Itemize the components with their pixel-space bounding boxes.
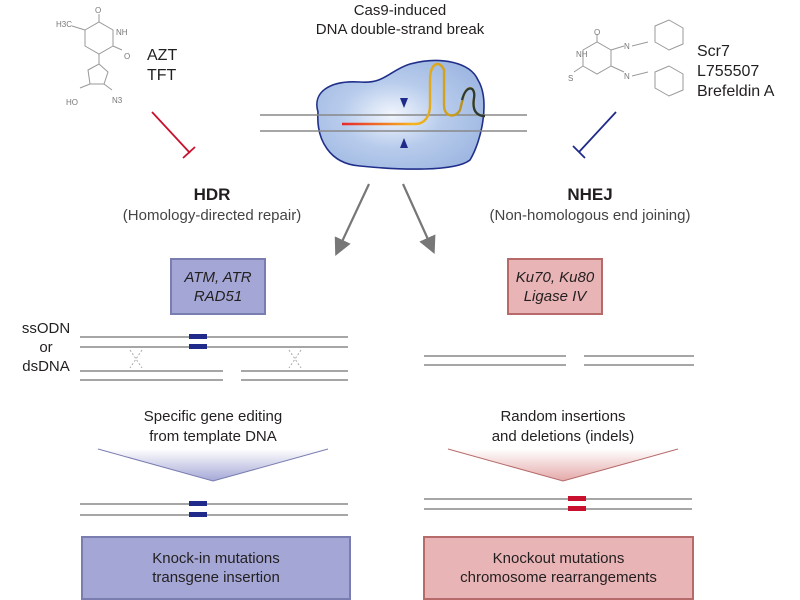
nhej-result-box: Knockout mutations chromosome rearrangem… <box>423 536 694 600</box>
hdr-factor-line-2: RAD51 <box>193 287 243 305</box>
hdr-result-box: Knock-in mutations transgene insertion <box>81 536 351 600</box>
hdr-outcome-line-1: Specific gene editing <box>143 408 283 425</box>
template-label-dsdna: dsDNA <box>22 358 70 375</box>
nhej-subtitle: (Non-homologous end joining) <box>489 207 691 224</box>
azt-label-o-top: O <box>95 6 102 15</box>
azt-label-nh: NH <box>116 28 128 37</box>
scr7-structure-icon <box>573 19 684 97</box>
cut-marker-top-icon <box>400 98 408 108</box>
azt-label-ho: HO <box>66 98 78 107</box>
cut-marker-bottom-icon <box>400 138 408 148</box>
title-line-1: Cas9-induced <box>353 2 447 19</box>
nhej-title: NHEJ <box>567 185 613 204</box>
hdr-subtitle: (Homology-directed repair) <box>122 207 302 224</box>
template-label-ssodn: ssODN <box>21 320 71 337</box>
drug-l755507: L755507 <box>697 63 760 80</box>
nhej-outcome-line-1: Random insertions <box>500 408 626 425</box>
hdr-result-dna <box>80 501 348 517</box>
nhej-result-dna <box>424 496 692 511</box>
hdr-outcome-line-2: from template DNA <box>149 428 277 445</box>
azt-label-o-right: O <box>124 52 131 61</box>
scr7-label-nh: NH <box>576 50 588 59</box>
nhej-outcome-line-2: and deletions (indels) <box>491 428 635 445</box>
nhej-broken-dna <box>424 355 694 366</box>
template-label: ssODN or dsDNA <box>14 319 78 376</box>
scr7-label-n2: N <box>624 72 630 81</box>
arrow-to-nhej-icon <box>401 183 436 255</box>
hdr-funnel <box>98 449 328 481</box>
scr7-label-s: S <box>568 74 574 83</box>
nhej-funnel <box>448 449 678 481</box>
nhej-factor-line-2: Ligase IV <box>523 287 587 305</box>
nhej-factors-box: Ku70, Ku80 Ligase IV <box>507 258 603 315</box>
guide-rna-tail <box>460 87 486 118</box>
drug-scr7: Scr7 <box>697 43 730 60</box>
scr7-label-o: O <box>594 28 601 37</box>
title-line-2: DNA double-strand break <box>315 21 485 38</box>
nhej-result-line-1: Knockout mutations <box>492 550 625 567</box>
drug-brefeldin-a: Brefeldin A <box>697 83 775 100</box>
hdr-factors-box: ATM, ATR RAD51 <box>170 258 266 315</box>
scr7-label-n1: N <box>624 42 630 51</box>
template-label-or: or <box>39 339 53 356</box>
hdr-inhibition-icon <box>151 111 196 159</box>
azt-label-n3: N3 <box>112 96 123 105</box>
hdr-factor-line-1: ATM, ATR <box>184 268 252 286</box>
hdr-result-line-2: transgene insertion <box>152 569 280 586</box>
nhej-inhibition-icon <box>572 111 617 159</box>
hdr-result-line-1: Knock-in mutations <box>152 550 280 567</box>
drug-azt: AZT <box>147 47 178 64</box>
azt-structure-icon <box>71 14 123 91</box>
nhej-result-line-2: chromosome rearrangements <box>460 569 657 586</box>
azt-label-ch3: H3C <box>56 20 73 29</box>
arrow-to-hdr-icon <box>334 183 370 256</box>
drug-tft: TFT <box>147 67 177 84</box>
hdr-title: HDR <box>193 185 231 204</box>
hdr-template-dna <box>80 334 348 381</box>
nhej-factor-line-1: Ku70, Ku80 <box>515 268 595 286</box>
